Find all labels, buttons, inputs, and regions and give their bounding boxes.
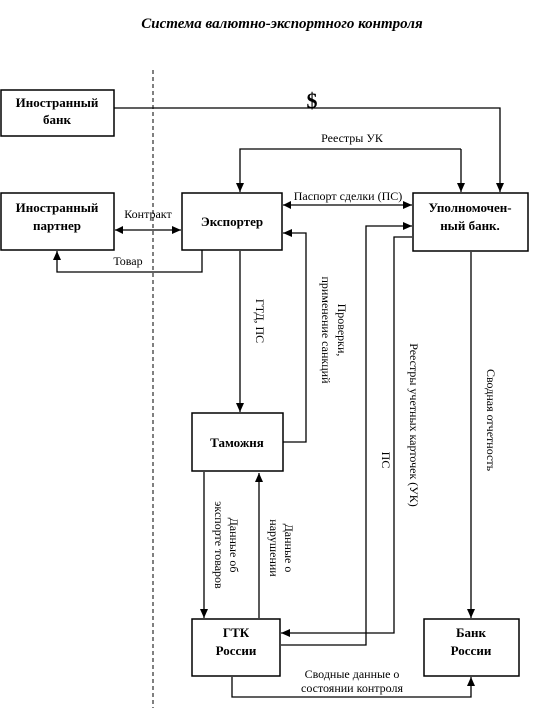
node-foreign-partner: Иностранный партнер — [0, 192, 115, 251]
summary-reports-label: Сводная отчетность — [484, 369, 498, 472]
node-gtk: ГТК России — [191, 618, 281, 677]
passport-label: Паспорт сделки (ПС) — [294, 189, 403, 203]
edge-export-data: Данные об экспорте товаров — [200, 472, 241, 618]
node-label: ный банк. — [440, 218, 500, 233]
node-label: России — [451, 643, 492, 658]
node-foreign-bank: Иностранный банк — [0, 89, 115, 137]
node-label: банк — [43, 112, 71, 127]
dollar-label: $ — [307, 88, 318, 113]
checks-label-line1: Проверки, — [335, 304, 349, 357]
edge-contract: Контракт — [115, 207, 181, 234]
node-label: Экспортер — [201, 214, 263, 229]
contract-label: Контракт — [124, 207, 172, 221]
node-label: ГТК — [223, 625, 250, 640]
node-bank-russia: Банк России — [423, 618, 520, 677]
node-label: Таможня — [210, 435, 264, 450]
registers-cards-label: Реестры учетных карточек (УК) — [407, 343, 421, 507]
violation-data-line2: нарушении — [267, 519, 281, 577]
node-label: Уполномочен- — [428, 200, 511, 215]
registers-uk-label: Реестры УК — [321, 131, 384, 145]
node-label: Иностранный — [16, 95, 99, 110]
node-authorized-bank: Уполномочен- ный банк. — [412, 192, 529, 252]
node-exporter: Экспортер — [181, 192, 283, 251]
goods-label: Товар — [113, 254, 142, 268]
export-data-line1: Данные об — [227, 518, 241, 573]
node-customs: Таможня — [191, 412, 284, 472]
summary-control-line1: Сводные данные о — [305, 667, 400, 681]
edge-gtd: ГТД, ПС — [236, 251, 267, 412]
node-label: Банк — [456, 625, 487, 640]
edge-goods: Товар — [53, 250, 203, 273]
ps-label: ПС — [379, 452, 393, 469]
edge-summary-reports: Сводная отчетность — [467, 252, 498, 618]
edge-ps: ПС — [281, 222, 412, 646]
diagram-title: Система валютно-экспортного контроля — [141, 16, 423, 32]
export-data-line2: экспорте товаров — [212, 501, 226, 589]
summary-control-line2: состоянии контроля — [301, 681, 403, 695]
edge-registers-uk: Реестры УК — [236, 131, 465, 192]
edge-passport: Паспорт сделки (ПС) — [283, 189, 412, 209]
edge-checks: Проверки, применение санкций — [283, 229, 349, 443]
checks-label-line2: применение санкций — [319, 277, 333, 385]
edge-foreign-bank-to-authorized-bank: $ — [114, 88, 504, 192]
edge-summary-control: Сводные данные о состоянии контроля — [231, 667, 475, 698]
edge-violation-data: Данные о нарушении — [255, 473, 296, 618]
gtd-label: ГТД, ПС — [253, 299, 267, 343]
edge-registers-cards: Реестры учетных карточек (УК) — [281, 236, 421, 637]
violation-data-line1: Данные о — [282, 524, 296, 573]
node-label: партнер — [33, 218, 81, 233]
node-label: Иностранный — [16, 200, 99, 215]
node-label: России — [216, 643, 257, 658]
